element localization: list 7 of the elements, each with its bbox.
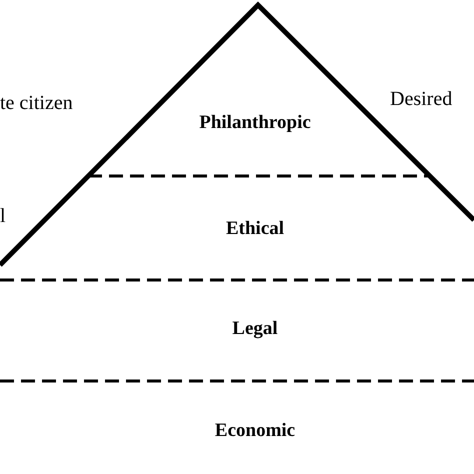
- side-note: l: [0, 205, 6, 228]
- layer-label: Legal: [232, 318, 278, 340]
- side-note: Desired: [390, 88, 452, 111]
- layer-label: Ethical: [226, 218, 284, 240]
- layer-label: Philanthropic: [199, 112, 311, 134]
- layer-label: Economic: [214, 420, 296, 442]
- side-note: te citizen: [0, 92, 73, 115]
